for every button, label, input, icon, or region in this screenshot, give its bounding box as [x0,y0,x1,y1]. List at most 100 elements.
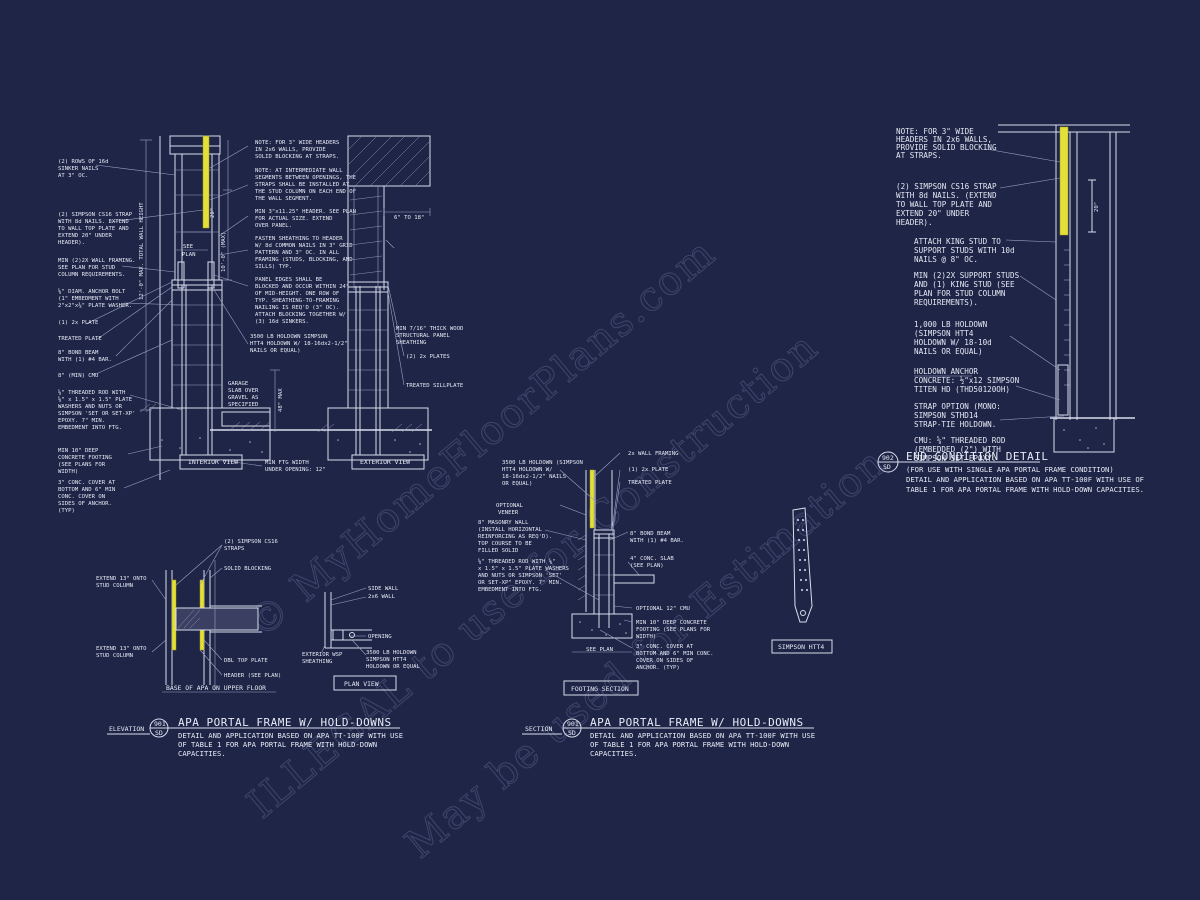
note: EXTEND 13" ONTO [96,576,147,582]
title2-desc: OF TABLE 1 FOR APA PORTAL FRAME WITH HOL… [590,740,789,749]
note: HTT4 HOLDOWN W/ 18-16dx2-1/2" [250,341,348,347]
dim-6-to-18: 6" TO 18" [394,215,424,221]
interior-view-detail [85,135,432,489]
note: (3) 16d SINKERS. [255,319,309,325]
note: MIN 3"x11.25" HEADER. SEE PLAN [255,209,356,215]
footing-section-label: FOOTING SECTION [571,685,629,693]
note: x 1.5" x 1.5" PLATE WASHERS [478,566,569,572]
note: WIDTH) [58,469,78,475]
note: MIN 7/16" THICK WOOD [396,326,464,332]
note: SOLID BLOCKING AT STRAPS. [255,154,339,160]
note: REINFORCING AS REQ'D). [478,534,552,540]
note: (SEE PLANS FOR [58,462,106,468]
note: (SIMPSON HTT4 [914,329,974,338]
note: FOR ACTUAL SIZE. EXTEND [255,216,333,222]
end-desc: DETAIL AND APPLICATION BASED ON APA TT-1… [906,475,1144,484]
title2-tag: SECTION [525,725,552,733]
note: SEE PLAN FOR STUD [58,265,116,271]
title-block-elevation: ELEVATION 901 SD APA PORTAL FRAME W/ HOL… [107,716,403,758]
note: SUPPORT STUDS WITH 10d [914,246,1015,255]
note: OPENING [368,634,392,640]
note: MIN 10" DEEP CONCRETE [636,620,707,626]
note: SPECIFIED [228,402,259,408]
dim-48-max: 48" MAX [278,388,284,412]
note: OF MID-HEIGHT. ONE ROW OF [255,291,340,297]
plan-view-notes: SIDE WALL 2x6 WALL OPENING EXTERIOR WSP … [302,586,421,688]
note: NOTE: FOR 3" WIDE HEADERS [255,140,339,146]
note: SLAB OVER [228,388,259,394]
title2-desc: DETAIL AND APPLICATION BASED ON APA TT-1… [590,731,815,740]
note: 3500 LB HOLDOWN [366,650,417,656]
note: ⅝" THREADED ROD WITH ⅝" [478,558,555,565]
note: ⅝" THREADED ROD WITH [58,389,125,396]
title2-num: 901 [567,720,579,728]
note: TREATED PLATE [628,480,672,486]
end-num: 902 [882,454,894,462]
note: ATTACH BLOCKING TOGETHER W/ [255,312,346,318]
watermark: © MyHomeFloorPlans.com ILLEGAL to use fo… [238,229,896,868]
note: STUD COLUMN [96,583,133,589]
note: 8" BOND BEAM [58,350,99,356]
note: TO WALL TOP PLATE AND [58,226,129,232]
note: HEADER). [896,218,933,227]
note: TYP. SHEATHING-TO-FRAMING [255,298,340,304]
note: OPTIONAL [496,503,524,509]
note: TOP COURSE TO BE [478,541,533,547]
note: FILLED SOLID [478,548,519,554]
note: WASHERS AND NUTS OR [58,404,123,410]
note: CMU: ⅝" THREADED ROD [914,436,1006,445]
note: WITH (1) #4 BAR. [630,538,684,544]
note: EXTEND 20" UNDER [58,233,113,239]
plan-view-detail [321,587,397,691]
note: 3" CONC. COVER AT [636,644,694,650]
title1-title: APA PORTAL FRAME W/ HOLD-DOWNS [178,716,392,729]
note: FOOTING (SEE PLANS FOR [636,627,711,633]
title1-sheet: SD [155,729,163,737]
note: SEGMENTS BETWEEN OPENINGS, THE [255,175,357,181]
note: 18-16dx2-1/2" NAILS [502,474,566,480]
base-of-apa-label: BASE OF APA ON UPPER FLOOR [166,684,266,692]
dim-total-height: 12'-0" MAX. TOTAL WALL HEIGHT [139,202,145,300]
note: MIN (2)2X WALL FRAMING. [58,258,135,264]
note: NAILS OR EQUAL) [914,347,983,356]
interior-view-label: INTERIOR VIEW [188,458,238,466]
note: MIN 10" DEEP [58,448,99,454]
note: SOLID BLOCKING [224,566,272,572]
note: SIDES OF ANCHOR. [58,501,112,507]
note: BOTTOM AND 6" MIN [58,487,115,493]
note: SIMPSON STHD14 [914,411,978,420]
note: 8" (MIN) CMU [58,373,98,379]
note: COVER ON SIDES OF [636,658,694,664]
note: (2) SIMPSON CS16 [224,539,278,545]
note: FRAMING (STUDS, BLOCKING, AND [255,257,353,263]
note: 2x WALL FRAMING [628,451,679,457]
plan-view-label: PLAN VIEW [344,680,379,688]
note: SIMPSON 'SET OR SET-XP' [58,411,135,417]
note: 3500 LB HOLDOWN SIMPSON [250,334,327,340]
note: GARAGE [228,381,249,387]
note: NAILING IS REQ'D (3" OC). [255,305,339,311]
note: NAILS @ 8" OC. [914,255,978,264]
note: EXTEND 13" ONTO [96,646,147,652]
title-block-section: SECTION 901 SD APA PORTAL FRAME W/ HOLD-… [522,716,815,758]
note: PANEL EDGES SHALL BE [255,277,323,283]
note: PLAN FOR STUD COLUMN [914,289,1006,298]
note: SIMPSON SET EPOXY. [914,454,996,463]
interior-notes-left: (2) ROWS OF 16d SINKER NAILS AT 3" OC. (… [58,159,135,514]
note: WIDTH) [636,634,656,640]
exterior-view-label: EXTERIOR VIEW [360,458,410,466]
title2-sheet: SD [568,729,576,737]
note: UNDER OPENING: 12" [265,467,326,473]
note: (1) 2x PLATE [628,467,669,473]
note: CONCRETE FOOTING [58,455,113,461]
note: STUD COLUMN [96,653,133,659]
note: 8" MASONRY WALL [478,520,529,526]
base-of-apa-detail [151,544,276,693]
note: THE STUD COLUMN ON EACH END OF [255,189,357,195]
end-condition-detail: 20" [985,124,1135,453]
title2-title: APA PORTAL FRAME W/ HOLD-DOWNS [590,716,804,729]
note: (2) SIMPSON CS16 STRAP [58,212,133,218]
note: (1" EMBEDMENT WITH [58,296,119,302]
note: OVER PANEL. [255,223,292,229]
